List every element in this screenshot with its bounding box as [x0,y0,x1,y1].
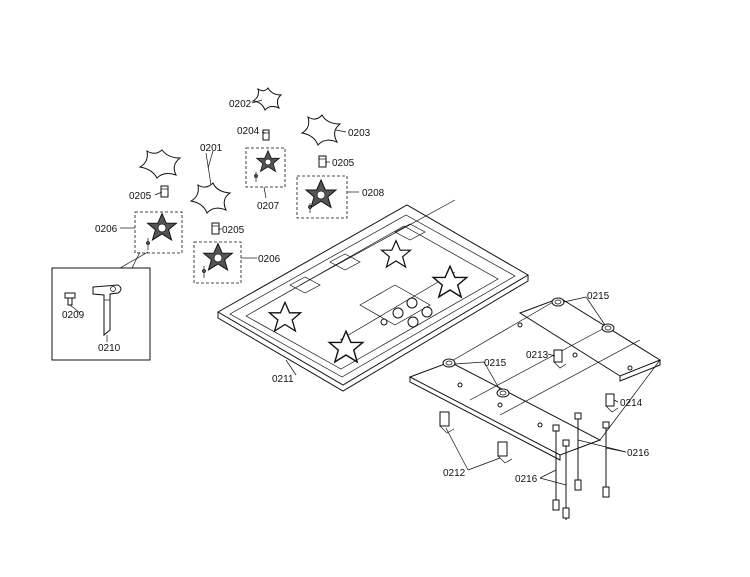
label-0208: 0208 [362,188,385,199]
valve-0213 [553,349,567,369]
label-0206a: 0206 [95,224,118,235]
cooktop-tray-0211 [216,199,529,392]
burner-cap-0202 [251,87,283,111]
electrode-0216d [602,421,610,498]
electrode-0216b [562,439,570,520]
leader-lines [69,99,627,486]
burner-base-0208 [296,175,348,219]
valve-0212a [439,411,455,434]
burner-base-0206a [134,211,183,254]
jet-0205b [160,185,169,198]
label-0205c: 0205 [222,225,245,236]
label-0212: 0212 [443,468,466,479]
label-0216a: 0216 [627,448,650,459]
label-0205a: 0205 [332,158,355,169]
label-0201: 0201 [200,143,223,154]
valve-0212b [497,441,513,464]
manifold-frame [408,297,662,461]
label-0209: 0209 [62,310,85,321]
label-0215a: 0215 [587,291,610,302]
label-0202: 0202 [229,99,252,110]
jet-0205c [211,222,220,235]
jet-0204 [262,129,270,141]
detail-inset [51,251,151,361]
label-0210: 0210 [98,343,121,354]
grommet-0215a [551,297,565,307]
burner-cap-0203 [300,114,342,146]
burner-cap-0201a [138,149,182,179]
valve-0214 [605,393,619,413]
label-0215b: 0215 [484,358,507,369]
burner-base-0206b [193,241,242,284]
label-0211: 0211 [272,374,294,385]
label-0207: 0207 [257,201,280,212]
grommet-0215d [496,388,510,398]
label-0206b: 0206 [258,254,281,265]
jet-0205a [318,155,327,168]
label-0205b: 0205 [129,191,152,202]
grommet-0215b [601,323,615,333]
label-0204: 0204 [237,126,260,137]
electrode-0216c [574,412,582,491]
grommet-0215c [442,358,456,368]
label-0203: 0203 [348,128,371,139]
burner-base-0207 [245,147,286,188]
label-0214: 0214 [620,398,643,409]
label-0216b: 0216 [515,474,538,485]
electrode-0216a [552,424,560,511]
label-0213: 0213 [526,350,549,361]
burner-cap-0201b [189,182,232,214]
